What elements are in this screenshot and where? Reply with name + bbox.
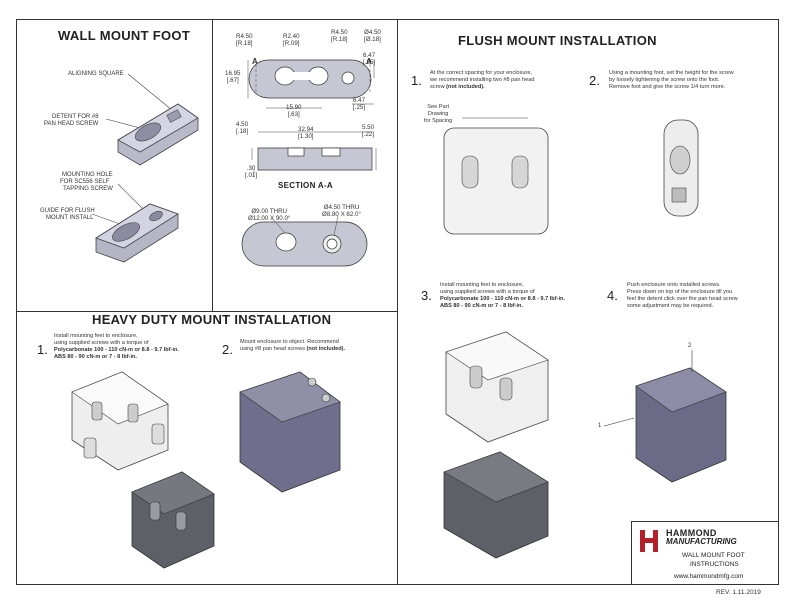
label-detent-1: DETENT FOR #8	[52, 114, 99, 120]
dim-h550: 5.50[.22]	[362, 124, 375, 138]
flush-exploded-enclosure	[445, 331, 549, 443]
title-block: HAMMOND MANUFACTURING WALL MOUNT FOOT IN…	[631, 521, 779, 585]
dim-d450: Ø4.50[Ø.18]	[364, 29, 381, 43]
dim-r450b: R4.50[R.18]	[331, 29, 348, 43]
label-guide-1: GUIDE FOR FLUSH	[40, 208, 95, 214]
heavy-step-1-number: 1.	[37, 342, 48, 357]
dim-w647: 6.47[.25]	[353, 97, 366, 111]
section-marker-a-right: A	[366, 57, 372, 66]
flush-foot-side-view	[663, 119, 699, 217]
heavy-bottom-enclosure	[131, 471, 215, 569]
dim-h450: 4.50[.18]	[236, 121, 249, 135]
flush-step-1-text: At the correct spacing for your enclosur…	[430, 70, 535, 90]
foot-illustration-top	[117, 103, 199, 166]
flush-step-3-text: Install mounting feet to enclosure, usin…	[440, 282, 565, 309]
heavy-duty-title: HEAVY DUTY MOUNT INSTALLATION	[92, 312, 332, 327]
section-aa-label: SECTION A-A	[278, 181, 334, 190]
divider-left	[212, 19, 214, 311]
callout-1: 1	[598, 423, 602, 429]
divider-center	[397, 19, 399, 585]
revision-label: REV. 1.11.2019	[716, 589, 761, 596]
dim-h1695: 16.95[.67]	[225, 70, 241, 84]
flush-step-1-number: 1.	[411, 73, 422, 88]
flush-bottom-enclosure	[443, 451, 549, 559]
see-part-note: See Part Drawing for Spacing	[424, 104, 453, 124]
heavy-step-2-text: Mount enclosure to object. Recommend usi…	[240, 339, 346, 352]
brand-name-2: MANUFACTURING	[666, 537, 737, 546]
wall-mount-foot-illustrations	[91, 73, 199, 263]
heavy-step-2-number: 2.	[222, 342, 233, 357]
callout-2: 2	[688, 343, 692, 349]
flush-step-2-number: 2.	[589, 73, 600, 88]
heavy-exploded-enclosure	[71, 371, 169, 471]
heavy-mounted-enclosure	[239, 371, 341, 493]
hammond-logo-icon	[640, 530, 658, 552]
dim-r240: R2.40[R.09]	[283, 33, 300, 47]
part-drawing	[241, 59, 377, 267]
section-marker-a-left: A	[252, 57, 258, 66]
label-mounting-1: MOUNTING HOLE	[62, 172, 113, 178]
flush-step-4-number: 4.	[607, 288, 618, 303]
dim-r450: R4.50[R.18]	[236, 33, 253, 47]
label-aligning-square: ALIGNING SQUARE	[68, 71, 124, 77]
flush-step-4-text: Push enclosure onto installed screws. Pr…	[627, 282, 738, 309]
flush-spacing-view	[443, 117, 549, 235]
divider-horizontal	[16, 311, 398, 313]
brand-name-1: HAMMOND	[666, 528, 717, 538]
wall-mount-title: WALL MOUNT FOOT	[58, 28, 191, 43]
label-guide-2: MOUNT INSTALL	[46, 215, 94, 221]
doc-title-1: WALL MOUNT FOOT	[682, 552, 745, 559]
dim-w1590: 15.90[.63]	[286, 104, 302, 118]
flush-step-3-number: 3.	[421, 288, 432, 303]
heavy-step-1-text: Install mounting feet to enclosure, usin…	[54, 333, 179, 360]
flush-step-2-text: Using a mounting foot, set the height fo…	[609, 70, 734, 90]
label-mounting-2: FOR SC556 SELF	[60, 179, 110, 185]
label-detent-2: PAN HEAD SCREW	[44, 121, 99, 127]
label-mounting-3: TAPPING SCREW	[63, 186, 113, 192]
flush-final-enclosure	[603, 350, 727, 483]
foot-illustration-bottom	[95, 203, 179, 263]
doc-title-2: INSTRUCTIONS	[690, 561, 739, 568]
flush-mount-title: FLUSH MOUNT INSTALLATION	[458, 33, 657, 48]
dim-h030: .30[.01]	[245, 165, 258, 179]
heavy-duty-illustrations	[71, 371, 341, 569]
dim-w3294: 32.94[1.30]	[298, 126, 314, 140]
dim-h647: 6.47[.25]	[363, 52, 376, 66]
website-url[interactable]: www.hammondmfg.com	[674, 573, 744, 580]
